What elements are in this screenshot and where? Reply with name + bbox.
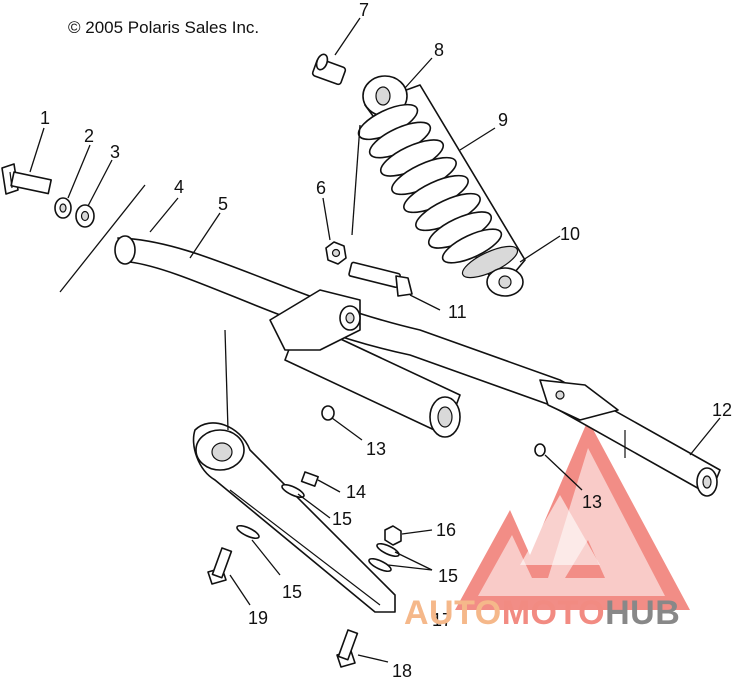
- part-shock-collar-10: [461, 245, 524, 297]
- part-washer-15c: [368, 542, 400, 573]
- watermark-brand: AUTOMOTOHUB: [404, 594, 680, 632]
- part-bolt-19: [207, 547, 233, 585]
- callout-9: 9: [498, 110, 508, 130]
- callout-12: 12: [712, 400, 732, 420]
- part-nut-13b: [534, 443, 546, 457]
- callout-16: 16: [436, 520, 456, 540]
- callout-3: 3: [110, 142, 120, 162]
- callout-14: 14: [346, 482, 366, 502]
- callout-7: 7: [359, 0, 369, 20]
- mountain-triangle-logo-icon: [455, 420, 690, 610]
- copyright-notice: © 2005 Polaris Sales Inc.: [68, 18, 260, 37]
- callout-8: 8: [434, 40, 444, 60]
- callout-19: 19: [248, 608, 268, 628]
- part-mount-bracket: [269, 289, 619, 421]
- part-washer-15b: [236, 524, 260, 540]
- part-washer-2: [54, 197, 72, 219]
- callout-18: 18: [392, 661, 412, 677]
- callout-13: 13: [366, 439, 386, 459]
- leader-lines: [29, 17, 721, 663]
- part-nut-13: [321, 405, 335, 421]
- part-nut-16: [384, 525, 402, 546]
- part-bolt-1: [1, 163, 52, 195]
- callout-11: 11: [448, 302, 467, 322]
- part-shock-absorber-9: [357, 75, 526, 297]
- watermark-part-b: MOTO: [502, 594, 605, 632]
- callout-6: 6: [316, 178, 326, 198]
- callout-17: 17: [432, 610, 452, 630]
- part-bolt-18: [336, 629, 359, 668]
- callout-13b: 13: [582, 492, 602, 512]
- callout-1: 1: [40, 108, 50, 128]
- watermark-part-c: HUB: [605, 594, 680, 632]
- part-link-arm-17: [192, 422, 396, 613]
- callout-15b: 15: [438, 566, 458, 586]
- callout-15c: 15: [282, 582, 302, 602]
- part-washer-3: [75, 204, 95, 228]
- part-rail-4: [114, 235, 721, 497]
- part-bushing-14: [300, 471, 319, 487]
- callout-15a: 15: [332, 509, 352, 529]
- callout-5: 5: [218, 194, 228, 214]
- part-bushing-7: [311, 53, 347, 86]
- callout-2: 2: [84, 126, 94, 146]
- callout-labels: 1 2 3 4 5 6 7 8 9 10 11 12 13 13 14 15 1…: [40, 0, 732, 677]
- watermark-part-a: AUTO: [404, 594, 502, 632]
- part-bolt-11: [348, 261, 413, 297]
- part-nut-6: [325, 241, 347, 265]
- callout-10: 10: [560, 224, 580, 244]
- callout-4: 4: [174, 177, 184, 197]
